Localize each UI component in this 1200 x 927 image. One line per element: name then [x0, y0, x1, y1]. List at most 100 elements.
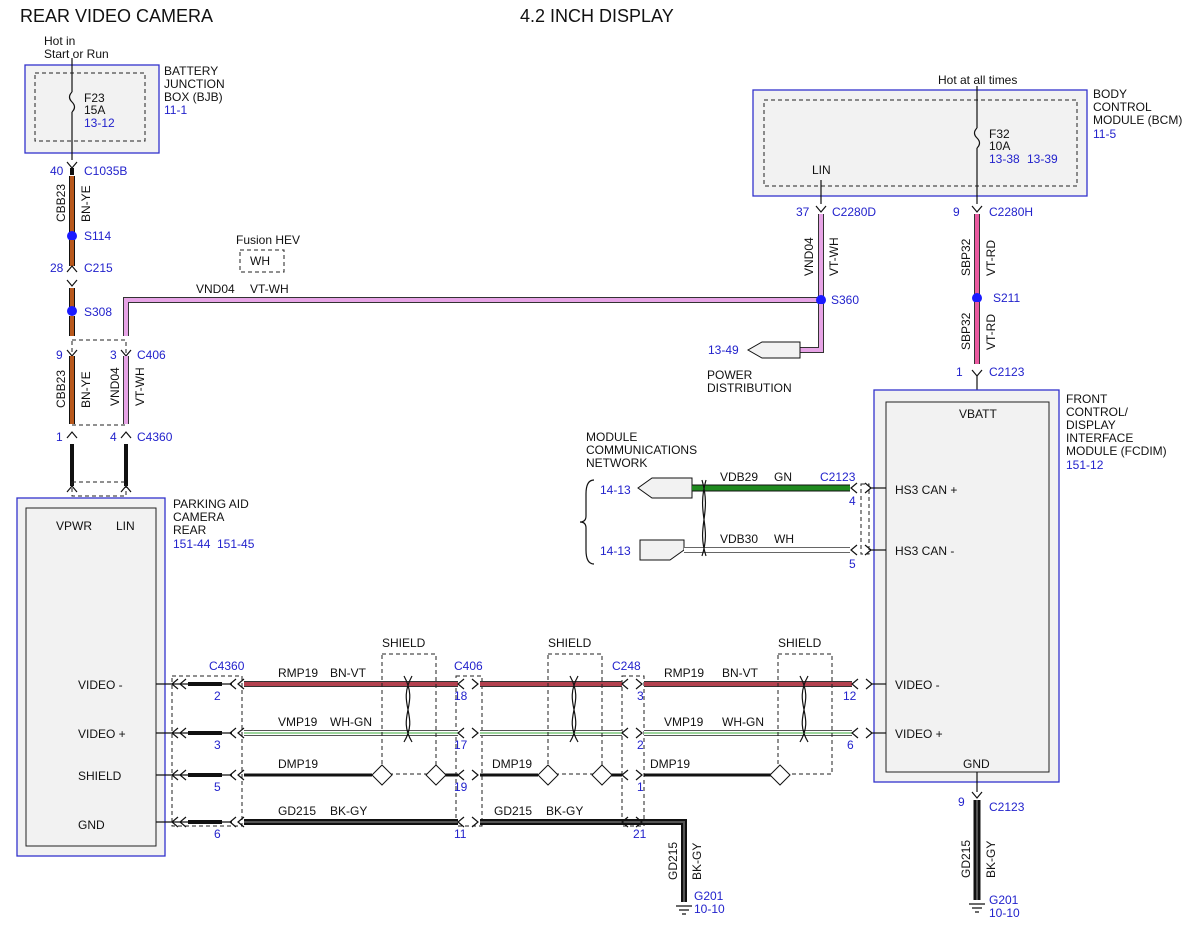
- sbp32-circuit-label-1: SBP32: [959, 238, 973, 276]
- c248-pin-2: 2: [637, 738, 644, 752]
- vnd04-horizontal-color: [124, 298, 822, 336]
- fcdim-inner: [885, 401, 1050, 773]
- c406-bottom-pin-2: 17: [454, 738, 468, 752]
- camera-pin-vpwr: VPWR: [56, 519, 92, 533]
- connector-arrow-icon: [457, 678, 479, 828]
- drain-diamond-icon: [537, 764, 559, 786]
- fcdim-pin-vbatt: VBATT: [959, 407, 997, 421]
- gd215-color-2: BK-GY: [546, 804, 583, 818]
- vnd04-circuit-label-v: VND04: [108, 367, 122, 406]
- c4360-bottom-dash: [171, 675, 243, 827]
- c248-dash: [621, 675, 645, 827]
- sbp32-color-label-1: VT-RD: [984, 240, 998, 276]
- bjb-name-1: BATTERY: [164, 64, 218, 78]
- sbp32-color-label-2: VT-RD: [984, 314, 998, 350]
- c2123-can-pin-hi: 4: [849, 494, 856, 508]
- connector-arrow-icon: [971, 791, 983, 799]
- connector-arrow-icon: [66, 431, 132, 439]
- network-label-3: NETWORK: [586, 456, 647, 470]
- c248-pin-3: 1: [637, 780, 644, 794]
- fcdim-pin-gnd: GND: [963, 757, 990, 771]
- camera-name-2: CAMERA: [173, 510, 224, 524]
- vnd04-horizontal-wire: [123, 297, 822, 336]
- c4360-pin-left: 1: [56, 430, 63, 444]
- c406-bottom-dash: [455, 675, 483, 827]
- connector-arrow-icon: [66, 265, 78, 287]
- bjb-hot-label-2: Start or Run: [44, 47, 109, 61]
- vmp19-circuit-1: VMP19: [278, 715, 318, 729]
- bcm-inner-dash: [763, 99, 1078, 187]
- shield-label-2: SHIELD: [548, 636, 592, 650]
- gd215-left-circuit: GD215: [666, 842, 680, 880]
- shield-box-2: [547, 653, 603, 775]
- ground-icon: [969, 903, 985, 913]
- fcdim-pin-hs3-plus: HS3 CAN +: [895, 483, 957, 497]
- title-rear-video-camera: REAR VIDEO CAMERA: [20, 6, 213, 26]
- c215-pin: 28: [50, 261, 64, 275]
- camera-name-1: PARKING AID: [173, 497, 249, 511]
- c406-bottom-pin-4: 11: [454, 827, 467, 841]
- cbb23-circuit-label-1: CBB23: [54, 184, 68, 222]
- s308-label: S308: [84, 305, 112, 319]
- power-dist-label-2: DISTRIBUTION: [707, 381, 792, 395]
- c2123-top-name: C2123: [989, 365, 1025, 379]
- camera-pin-lin: LIN: [116, 519, 135, 533]
- g201-right-name: G201: [989, 893, 1019, 907]
- vnd04-circuit-label-h: VND04: [196, 282, 235, 296]
- vdb29-circuit: VDB29: [720, 470, 758, 484]
- camera-pin-video-minus: VIDEO -: [78, 678, 123, 692]
- network-hi-arrow-icon: [637, 477, 693, 499]
- fcdim-video-pin-1: 12: [843, 689, 857, 703]
- drain-diamond-icon: [591, 764, 613, 786]
- vdb30-color: WH: [774, 532, 794, 546]
- bcm-name-3: MODULE (BCM): [1093, 113, 1182, 127]
- bcm-fuse-ref-2: 13-39: [1027, 152, 1058, 166]
- g201-right-ref: 10-10: [989, 906, 1020, 920]
- power-distribution-arrow-icon: [746, 341, 801, 359]
- vdb30-circuit: VDB30: [720, 532, 758, 546]
- c4360-pin-right: 4: [110, 430, 117, 444]
- connector-arrow-icon: [171, 678, 245, 828]
- network-ref-lo: 14-13: [600, 544, 631, 558]
- splice-s360: [816, 295, 826, 305]
- c2280h-pin: 9: [953, 205, 960, 219]
- gd215-circuit-1: GD215: [278, 804, 316, 818]
- connector-arrow-icon: [621, 678, 643, 828]
- fcdim-ref: 151-12: [1066, 458, 1104, 472]
- network-brace-icon: [579, 479, 595, 565]
- c4360-bottom-pin-3: 5: [214, 780, 221, 794]
- fcdim-name-5: MODULE (FCDIM): [1066, 444, 1167, 458]
- twisted-pair-icon: [701, 479, 707, 557]
- fuse-icon: [973, 127, 981, 149]
- bcm-lin-label: LIN: [812, 163, 831, 177]
- shield-box-1: [381, 653, 437, 775]
- gd215-right-circuit: GD215: [959, 840, 973, 878]
- dmp19-circuit-2: DMP19: [492, 757, 532, 771]
- c406-pin-right: 3: [110, 348, 117, 362]
- bcm-fuse-amp: 10A: [989, 139, 1010, 153]
- power-dist-ref: 13-49: [708, 343, 739, 357]
- twisted-pair-icon: [403, 675, 413, 743]
- c4360-bottom-name: C4360: [209, 659, 245, 673]
- c406-name: C406: [137, 348, 166, 362]
- c248-name: C248: [612, 659, 641, 673]
- fusion-hev-box: [239, 249, 285, 273]
- bcm-ref: 11-5: [1093, 127, 1116, 141]
- camera-connector-dash: [71, 481, 127, 497]
- vnd04-color-label-h: VT-WH: [250, 282, 289, 296]
- bcm-fuse-ref-1: 13-38: [989, 152, 1020, 166]
- fcdim-video-pin-2: 6: [847, 738, 854, 752]
- c2123-can-pin-lo: 5: [849, 557, 856, 571]
- cbb23-color-label-1: BN-YE: [79, 185, 93, 222]
- can-connector-dash: [860, 483, 870, 555]
- vnd04-color-label-v: VT-WH: [133, 367, 147, 406]
- camera-pin-gnd: GND: [78, 818, 105, 832]
- drain-diamond-icon: [769, 764, 791, 786]
- c4360-bottom-pin-4: 6: [214, 827, 221, 841]
- camera-ref-2: 151-45: [217, 537, 255, 551]
- ground-icon: [676, 905, 692, 915]
- rmp19-circuit-3: RMP19: [664, 666, 704, 680]
- shield-box-3: [777, 653, 833, 775]
- connector-arrow-icon: [66, 485, 132, 493]
- bjb-box: [24, 64, 160, 154]
